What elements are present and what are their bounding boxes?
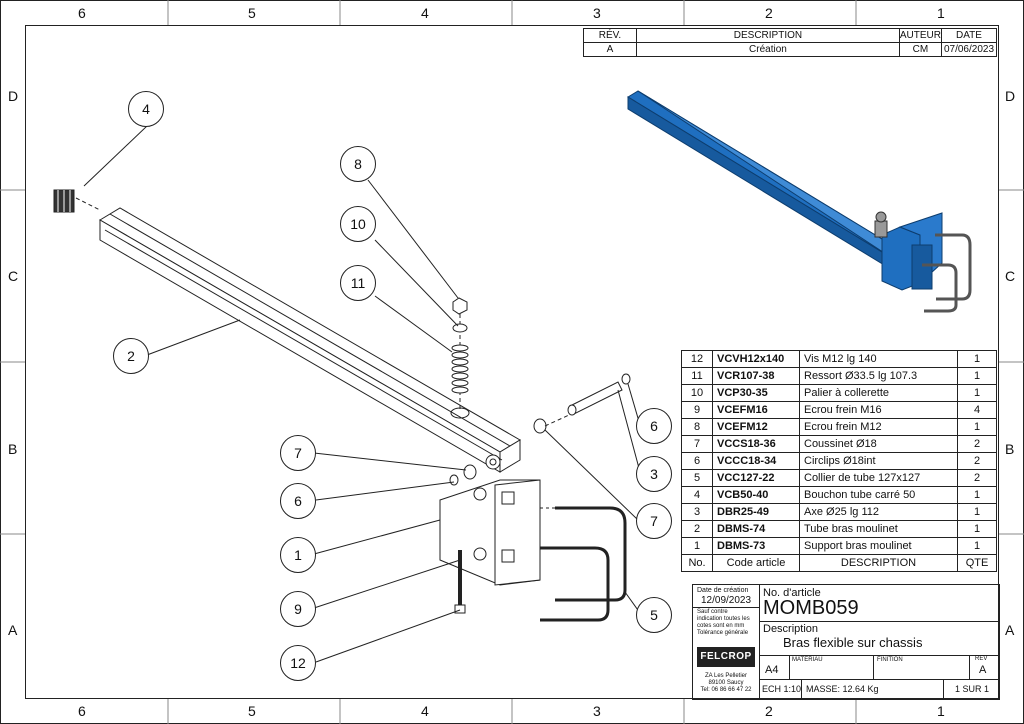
plug-part <box>53 189 75 213</box>
col-label-top: 4 <box>421 5 429 21</box>
balloon: 7 <box>636 503 672 539</box>
col-label-bottom: 6 <box>78 703 86 719</box>
title-block: Date de création 12/09/2023 Sauf contre … <box>692 584 1000 700</box>
date-value: 12/09/2023 <box>701 595 752 606</box>
col-label-bottom: 2 <box>765 703 773 719</box>
article-number: MOMB059 <box>763 597 859 619</box>
rev-header: DATE <box>941 28 997 43</box>
material-label: MATERIAU <box>792 657 823 663</box>
rev-header: AUTEUR <box>898 28 943 43</box>
row-label-left: B <box>8 441 18 457</box>
row-label-right: D <box>1005 88 1016 104</box>
balloon: 7 <box>280 435 316 471</box>
sheet-value: 1 SUR 1 <box>955 684 990 694</box>
balloon: 8 <box>340 146 376 182</box>
balloon: 10 <box>340 206 376 242</box>
balloon: 12 <box>280 645 316 681</box>
balloon: 9 <box>280 591 316 627</box>
rev-value: A <box>979 664 987 676</box>
company-address: ZA Les Pelletier 89100 Saucy Tel: 06 86 … <box>700 673 752 693</box>
col-label-bottom: 1 <box>937 703 945 719</box>
col-label-top: 1 <box>937 5 945 21</box>
rev-header: RÉV. <box>583 28 637 43</box>
balloon: 1 <box>280 537 316 573</box>
format-value: A4 <box>765 664 779 676</box>
finish-label: FINITION <box>877 657 903 663</box>
mass-value: MASSE: 12.64 Kg <box>806 684 879 694</box>
article-label: No. d'article <box>763 587 821 599</box>
balloon: 11 <box>340 265 376 301</box>
rev-cell: CM <box>898 42 943 57</box>
rev-header: DESCRIPTION <box>636 28 900 43</box>
balloon: 3 <box>636 456 672 492</box>
company-logo: FELCROP <box>697 647 755 667</box>
col-label-top: 6 <box>78 5 86 21</box>
revision-table: RÉV. DESCRIPTION AUTEUR DATE A Création … <box>583 28 997 57</box>
row-label-left: A <box>8 622 18 638</box>
rev-cell: Création <box>636 42 900 57</box>
balloon: 4 <box>128 91 164 127</box>
rev-label: REV <box>975 656 988 662</box>
row-label-right: C <box>1005 268 1016 284</box>
col-label-top: 3 <box>593 5 601 21</box>
col-label-bottom: 5 <box>248 703 256 719</box>
rev-cell: A <box>583 42 637 57</box>
row-label-left: D <box>8 88 19 104</box>
date-label: Date de création <box>697 587 749 594</box>
description-label: Description <box>763 623 819 635</box>
scale-value: ECH 1:10 <box>762 684 802 694</box>
isometric-assembly-view <box>627 90 972 313</box>
balloon: 2 <box>113 338 149 374</box>
row-label-left: C <box>8 268 19 284</box>
balloon: 6 <box>280 483 316 519</box>
col-label-top: 2 <box>765 5 773 21</box>
title-block-left: Date de création 12/09/2023 Sauf contre … <box>693 585 760 699</box>
balloon: 6 <box>636 408 672 444</box>
col-label-bottom: 4 <box>421 703 429 719</box>
col-label-top: 5 <box>248 5 256 21</box>
balloon: 5 <box>636 597 672 633</box>
col-label-bottom: 3 <box>593 703 601 719</box>
row-label-right: A <box>1005 622 1015 638</box>
row-label-right: B <box>1005 441 1015 457</box>
rev-cell: 07/06/2023 <box>941 42 997 57</box>
note-text: Sauf contre indication toutes les cotes … <box>697 609 750 636</box>
description-value: Bras flexible sur chassis <box>783 635 923 650</box>
